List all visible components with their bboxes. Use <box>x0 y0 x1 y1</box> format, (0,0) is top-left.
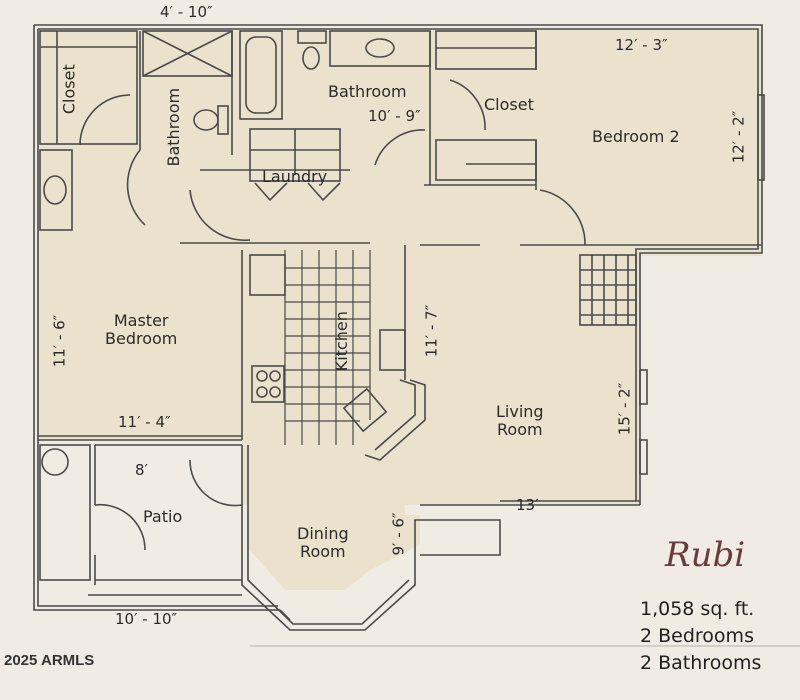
master-bedroom-label: Master Bedroom <box>105 311 178 349</box>
copyright-watermark: 2025 ARMLS <box>4 652 95 669</box>
bedroom2-height: 12′ - 2″ <box>729 110 748 164</box>
master-bedroom-line2: Bedroom <box>105 329 178 349</box>
living-room-height: 15′ - 2″ <box>615 382 634 436</box>
living-room-width: 13′ <box>516 496 539 514</box>
living-room-line1: Living <box>496 402 544 421</box>
top-dimension: 4′ - 10″ <box>160 3 213 21</box>
hall-bathroom-dimension: 10′ - 9″ <box>368 107 421 125</box>
dining-room-label: Dining Room <box>297 524 349 562</box>
master-bedroom-width: 11′ - 4″ <box>118 413 171 431</box>
master-closet-label: Closet <box>59 64 79 115</box>
master-bedroom-height: 11′ - 6″ <box>50 314 69 368</box>
kitchen-dimension: 11′ - 7″ <box>422 304 441 358</box>
laundry-label: Laundry <box>262 167 328 186</box>
master-bathroom-label: Bathroom <box>164 87 184 167</box>
plan-name: Rubi <box>665 535 746 575</box>
patio-width: 8′ <box>135 461 148 479</box>
patio-label: Patio <box>143 507 183 526</box>
living-room-line2: Room <box>497 420 543 440</box>
dining-room-line2: Room <box>300 542 346 562</box>
hall-bathroom-label: Bathroom <box>328 82 407 101</box>
dining-room-dimension: 9′ - 6″ <box>389 512 408 556</box>
patio-length: 10′ - 10″ <box>115 610 178 628</box>
dining-room-line1: Dining <box>297 524 349 543</box>
kitchen-label: Kitchen <box>331 311 351 372</box>
square-feet: 1,058 sq. ft. <box>640 598 755 620</box>
plan-stats: 1,058 sq. ft. 2 Bedrooms 2 Bathrooms <box>640 596 761 677</box>
bathroom-count: 2 Bathrooms <box>640 652 762 674</box>
master-bedroom-line1: Master <box>113 311 169 330</box>
bedroom2-closet-label: Closet <box>484 95 534 114</box>
bedroom2-width: 12′ - 3″ <box>615 36 668 54</box>
living-room-label: Living Room <box>496 402 544 440</box>
bedroom-count: 2 Bedrooms <box>640 625 754 647</box>
bedroom2-label: Bedroom 2 <box>592 127 680 146</box>
